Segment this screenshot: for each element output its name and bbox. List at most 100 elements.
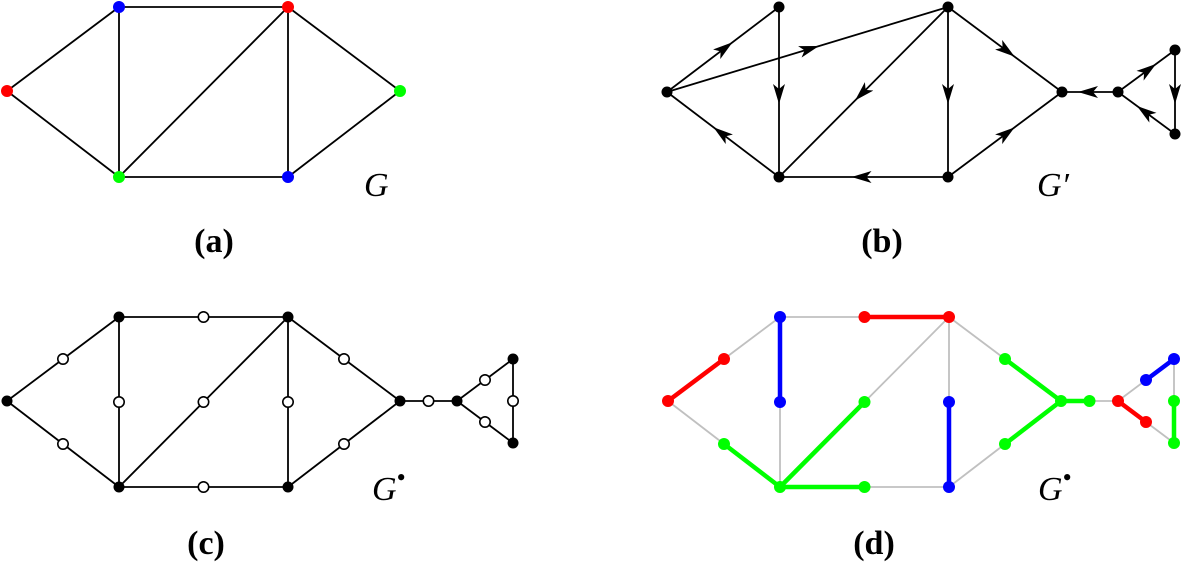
node-s6t (1083, 395, 1096, 407)
node-v4 (282, 1, 294, 13)
arrowhead-v3-v2 (713, 127, 780, 178)
node-s35 (197, 480, 210, 493)
node-v5 (943, 481, 955, 493)
node-v2 (661, 86, 673, 98)
node-st23 (1168, 395, 1180, 407)
edge-s12-v2 (62, 316, 120, 360)
node-v4 (943, 311, 955, 323)
node-st12 (478, 373, 491, 386)
node-v3 (773, 171, 785, 183)
node-s12 (718, 353, 730, 365)
node-v5 (282, 481, 294, 493)
node-st13 (478, 415, 491, 428)
edge-s12-v2 (723, 316, 781, 360)
node-t1 (451, 395, 463, 407)
node-v5 (282, 171, 294, 183)
node-v6 (1055, 395, 1067, 407)
node-s24 (858, 311, 871, 323)
node-v3 (774, 481, 786, 493)
node-s35 (858, 481, 871, 493)
panel-b-graph-label: G′ (1037, 167, 1070, 204)
node-s46 (999, 353, 1011, 365)
arrowhead-t1-t2 (1117, 63, 1157, 93)
node-v6 (394, 395, 406, 407)
node-v1 (662, 395, 674, 407)
edge-v1-v2 (6, 6, 120, 92)
node-s46 (337, 352, 350, 365)
panel-d-caption: (d) (853, 525, 895, 562)
edge-v3-v4 (118, 6, 289, 178)
node-v3 (113, 481, 125, 493)
node-t3 (507, 437, 519, 449)
edge-s34-v4 (202, 316, 289, 403)
panel-d-graph-label-sup: • (1063, 463, 1072, 492)
node-v2 (774, 311, 786, 323)
node-t2 (1169, 44, 1181, 56)
node-t2 (1168, 353, 1180, 365)
node-v1 (1, 395, 13, 407)
panel-a-graph-g: G (a) (1, 1, 406, 260)
edge-v4-s46 (287, 316, 345, 360)
panel-b-caption: (b) (861, 223, 903, 260)
arrowhead-v4-v6 (947, 6, 1015, 57)
panel-a-graph-label-main: G (364, 167, 389, 204)
panel-c-graph-label-sup: • (397, 463, 406, 492)
node-t3 (1168, 437, 1180, 449)
arrowhead-v2-v1 (666, 42, 733, 93)
node-st23 (506, 394, 519, 407)
panel-d-colored-g-bullet: G• (d) (662, 311, 1180, 562)
node-v2 (113, 1, 125, 13)
node-s23 (774, 396, 786, 408)
panel-c-graph-label: G• (372, 463, 406, 508)
edge-s56-v6 (1002, 398, 1064, 447)
node-st13 (1140, 416, 1152, 428)
panel-a-graph-label: G (364, 167, 389, 204)
panel-c-graph-label-main: G (372, 471, 397, 508)
node-s24 (197, 310, 210, 323)
node-t3 (1169, 128, 1181, 140)
panel-d-graph-label-main: G (1038, 471, 1063, 508)
node-s34 (197, 395, 210, 408)
arrowhead-v5-v6 (947, 127, 1015, 178)
edge-v1-s12 (6, 358, 64, 402)
edge-s56-v6 (343, 400, 401, 445)
node-s23 (113, 395, 126, 408)
node-s56 (337, 437, 350, 450)
edge-v4-s46 (948, 316, 1006, 360)
arrowhead-v4-v3 (855, 6, 949, 101)
node-s34 (858, 396, 871, 408)
node-v1 (1, 85, 13, 97)
edge-v4-v6 (287, 6, 401, 92)
panel-a-caption: (a) (194, 223, 234, 260)
node-st12 (1140, 374, 1152, 386)
edge-s13-v3 (721, 441, 783, 490)
node-s13 (718, 438, 730, 450)
node-s6t (422, 394, 435, 407)
edge-v1-s13 (667, 400, 725, 445)
node-t1 (1112, 86, 1124, 98)
node-v1 (773, 1, 785, 13)
panel-b-graph-label-main: G′ (1037, 167, 1070, 204)
edge-v3-s34 (777, 399, 867, 490)
node-v4 (282, 311, 294, 323)
edge-s46-v6 (1002, 356, 1064, 404)
arrowhead-v2-v4 (666, 46, 819, 93)
panel-c-caption: (c) (187, 525, 225, 562)
node-s13 (56, 437, 69, 450)
panel-c-graph-g-bullet: G• (c) (1, 310, 519, 562)
edge-s46-v6 (343, 358, 401, 402)
node-v6 (394, 85, 406, 97)
edge-v1-v3 (6, 90, 120, 178)
node-v5 (942, 171, 954, 183)
node-t2 (507, 353, 519, 365)
node-v3 (113, 171, 125, 183)
node-v4 (942, 1, 954, 13)
node-s56 (999, 438, 1011, 450)
node-v2 (113, 311, 125, 323)
panel-d-graph-label: G• (1038, 463, 1072, 508)
node-s12 (56, 352, 69, 365)
node-s45 (281, 395, 294, 408)
node-s45 (943, 396, 955, 408)
edge-s13-v3 (62, 443, 120, 488)
